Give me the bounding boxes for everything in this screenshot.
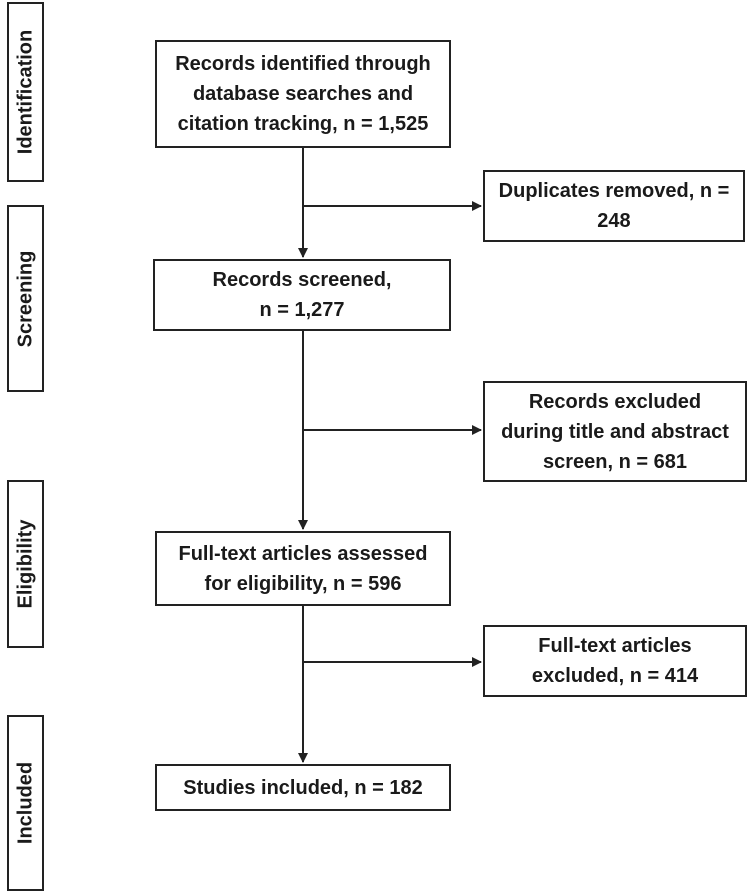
duplicates-removed-text: Duplicates removed, n = 248 <box>498 180 730 232</box>
stage-screening: Screening <box>7 205 44 392</box>
records-excluded-text: Records excluded during title and abstra… <box>501 390 729 473</box>
records-identified-text: Records identified through database sear… <box>175 53 431 135</box>
studies-included-text: Studies included, n = 182 <box>183 776 423 799</box>
fulltext-excluded-box: Full-text articles excluded, n = 414 <box>483 625 747 697</box>
studies-included-box: Studies included, n = 182 <box>155 764 451 811</box>
fulltext-assessed-box: Full-text articles assessed for eligibil… <box>155 531 451 606</box>
stage-included: Included <box>7 715 44 891</box>
fulltext-excluded-text: Full-text articles excluded, n = 414 <box>531 635 699 687</box>
stage-identification: Identification <box>7 2 44 182</box>
stage-eligibility: Eligibility <box>7 480 44 648</box>
records-screened-box: Records screened, n = 1,277 <box>153 259 451 331</box>
duplicates-removed-box: Duplicates removed, n = 248 <box>483 170 745 242</box>
records-screened-text: Records screened, n = 1,277 <box>212 269 392 321</box>
records-identified-box: Records identified through database sear… <box>155 40 451 148</box>
fulltext-assessed-text: Full-text articles assessed for eligibil… <box>178 542 428 595</box>
records-excluded-box: Records excluded during title and abstra… <box>483 381 747 482</box>
